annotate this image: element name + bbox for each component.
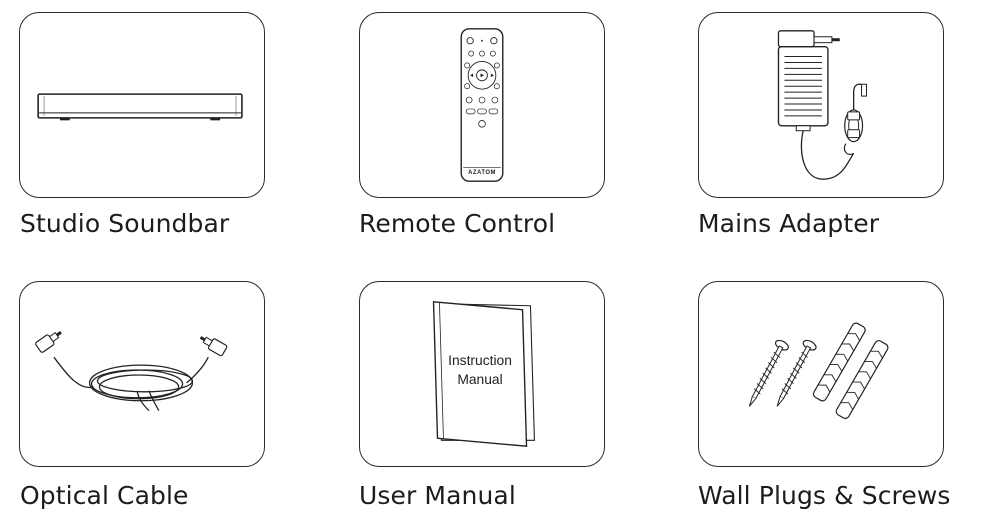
user-manual-icon: Instruction Manual [432,301,535,447]
item-card-optical-cable [19,281,265,467]
optical-cable-icon [35,331,228,412]
item-card-adapter [698,12,944,198]
remote-control-icon: AZATOM [460,28,504,182]
power-adapter-icon [777,30,868,180]
manual-cover-line1: Instruction [448,352,512,368]
item-label-wall-plugs: Wall Plugs & Screws [698,481,951,510]
item-label-remote: Remote Control [359,209,556,238]
item-label-soundbar: Studio Soundbar [20,209,230,238]
item-card-remote: AZATOM [359,12,605,198]
item-label-optical-cable: Optical Cable [20,481,189,510]
item-card-user-manual: Instruction Manual [359,281,605,467]
wall-plugs-screws-icon [748,322,889,419]
item-card-soundbar [19,12,265,198]
item-label-user-manual: User Manual [359,481,516,510]
soundbar-icon [37,93,243,121]
item-label-adapter: Mains Adapter [698,209,880,238]
item-card-wall-plugs [698,281,944,467]
remote-brand-label: AZATOM [468,170,496,176]
manual-cover-line2: Manual [457,371,502,387]
